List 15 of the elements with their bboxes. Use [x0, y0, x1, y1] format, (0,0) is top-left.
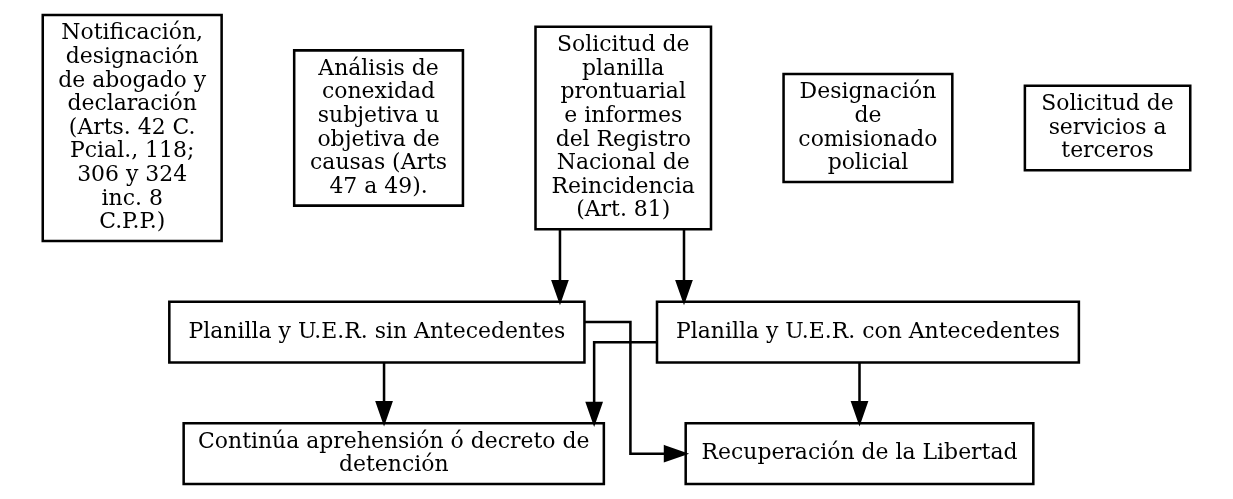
arrow [584, 320, 690, 463]
node-box: Planilla y U.E.R. con Antecedentes [655, 300, 1081, 364]
arrow [585, 341, 657, 428]
node-box: Designación de comisionado policial [782, 72, 954, 184]
arrow [850, 362, 869, 427]
arrow [375, 362, 393, 427]
node-box: Notificación, designación de abogado y declaración (Arts. 42 C. Pcial., 118; 306 y 324 inc. 8 C.P.P.) [41, 13, 223, 243]
node-box: Recuperación de la Libertad [684, 422, 1035, 486]
arrow [675, 229, 693, 306]
node-box: Solicitud de planilla prontuarial e informes del Registro Nacional de Reincidencia (Art. 81) [534, 25, 713, 231]
node-box: Análisis de conexidad subjetiva u objetiva de causas (Arts 47 a 49). [292, 49, 465, 207]
arrow [551, 229, 569, 306]
node-box: Solicitud de servicios a terceros [1023, 84, 1192, 172]
node-box: Continúa aprehensión ó decreto de detención [182, 422, 606, 486]
node-box: Planilla y U.E.R. sin Antecedentes [168, 300, 586, 364]
